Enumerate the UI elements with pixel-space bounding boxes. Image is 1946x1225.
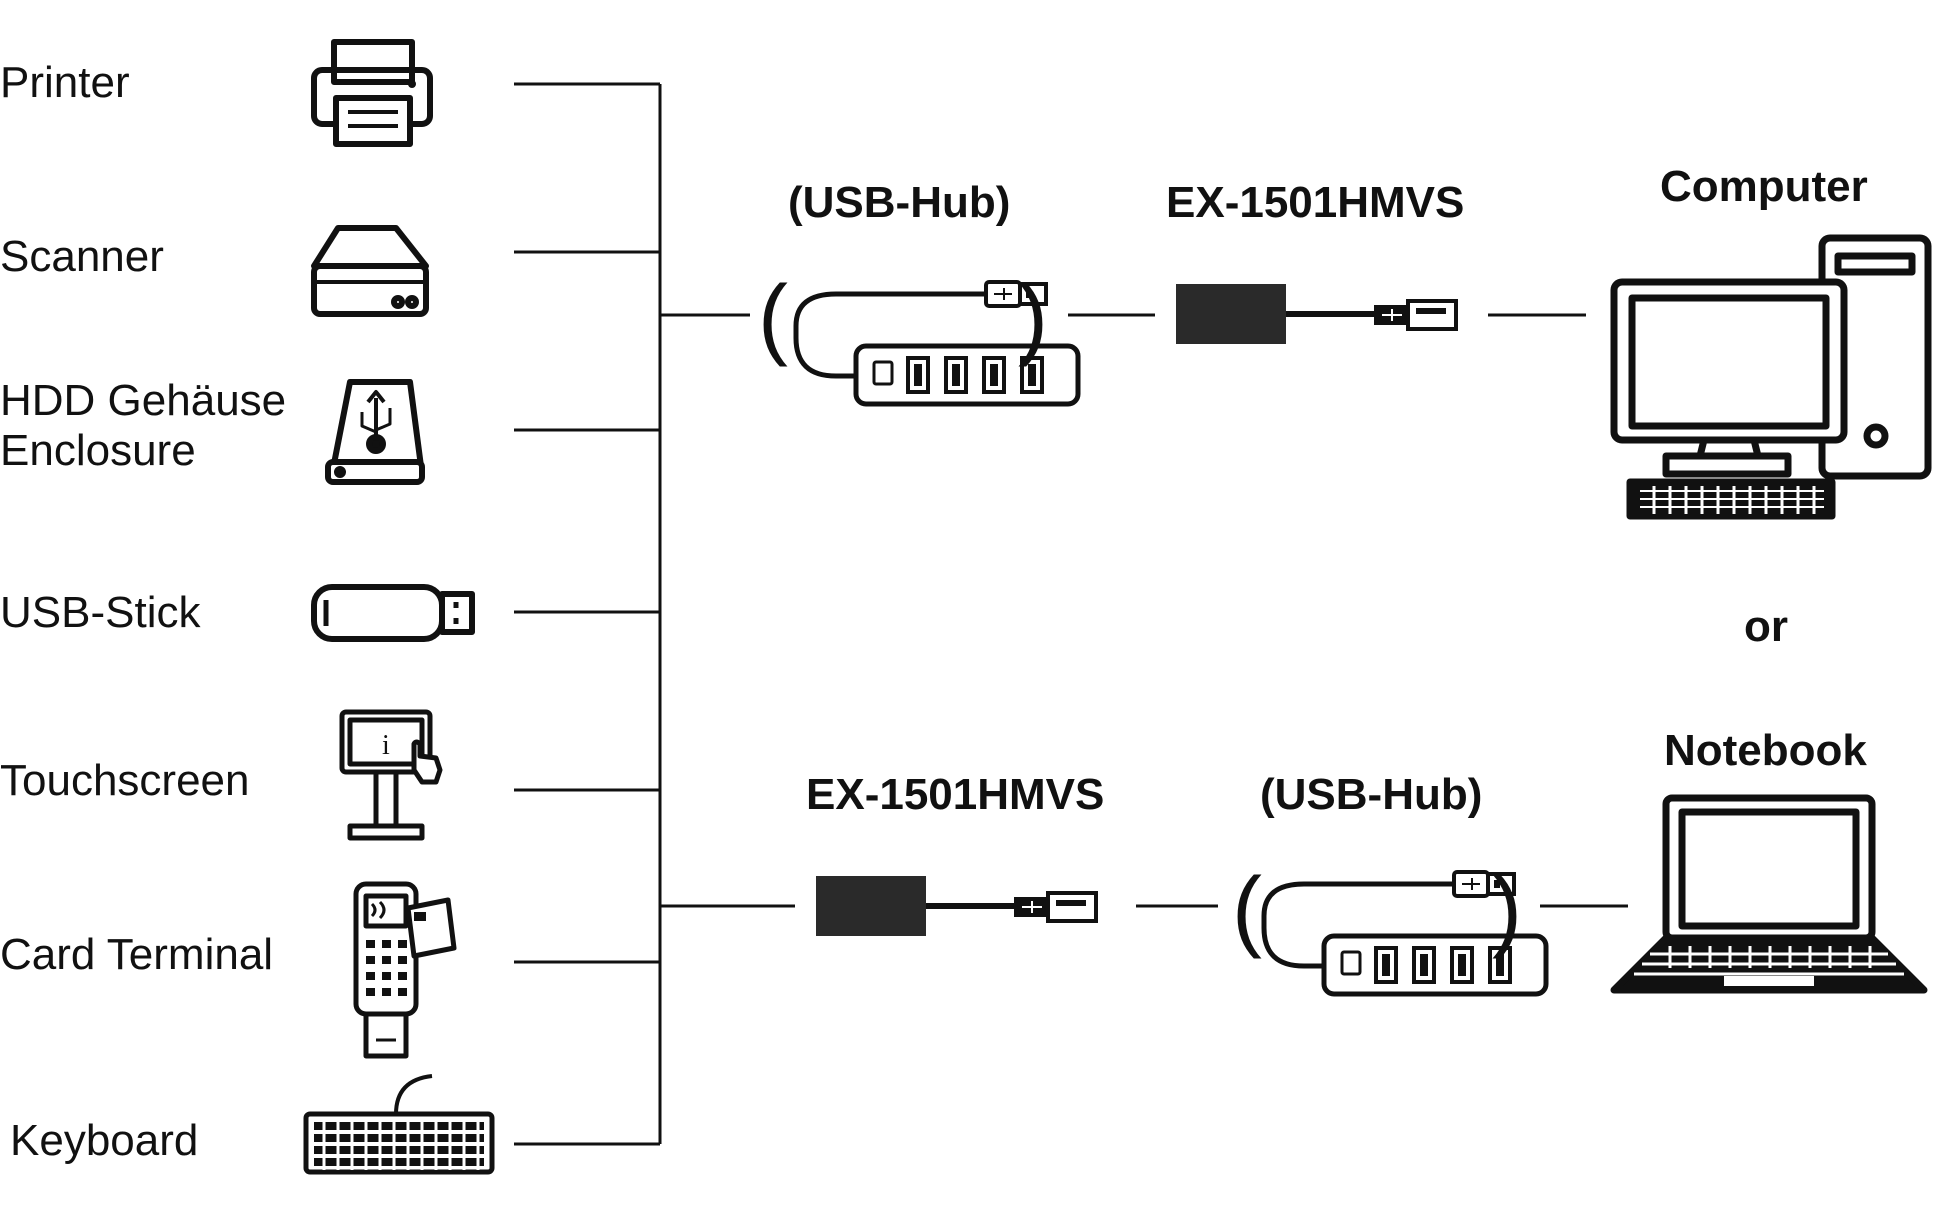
hub-open-paren-bottom: ( [1232, 860, 1262, 960]
device-label-printer: Printer [0, 58, 130, 107]
hub-label-top: (USB-Hub) [788, 178, 1011, 227]
desktop-computer-icon [1610, 234, 1932, 520]
device-label-touchscreen: Touchscreen [0, 756, 250, 805]
or-label: or [1744, 602, 1788, 651]
hub-close-paren-bottom: ) [1492, 860, 1522, 960]
hub-close-paren-top: ) [1018, 268, 1048, 368]
device-label-hdd-line1: HDD Gehäuse [0, 376, 287, 425]
adapter-device-top [1176, 284, 1456, 344]
adapter-device-bottom [816, 876, 1096, 936]
usb-hub-top: ( ) [758, 268, 1078, 404]
hub-open-paren-top: ( [758, 268, 788, 368]
scanner-icon [311, 225, 429, 317]
svg-text:i: i [382, 730, 390, 761]
device-label-scanner: Scanner [0, 232, 164, 281]
touchscreen-kiosk-icon: i [339, 709, 443, 841]
printer-icon [311, 39, 433, 147]
device-label-hdd-line2: Enclosure [0, 426, 196, 475]
notebook-label: Notebook [1664, 726, 1867, 775]
computer-label: Computer [1660, 162, 1868, 211]
hdd-enclosure-icon [325, 379, 425, 485]
device-label-card-terminal: Card Terminal [0, 930, 274, 979]
adapter-label-bottom: EX-1501HMVS [806, 770, 1105, 819]
usb-stick-icon [311, 584, 475, 642]
hub-label-bottom: (USB-Hub) [1260, 770, 1483, 819]
device-label-keyboard: Keyboard [10, 1116, 199, 1165]
card-terminal-icon [353, 881, 457, 1059]
keyboard-icon [303, 1074, 495, 1175]
connector-lines [514, 82, 1628, 1146]
notebook-icon [1610, 794, 1928, 994]
usb-hub-bottom: ( ) [1232, 860, 1546, 994]
adapter-label-top: EX-1501HMVS [1166, 178, 1465, 227]
device-label-usb-stick: USB-Stick [0, 588, 201, 637]
